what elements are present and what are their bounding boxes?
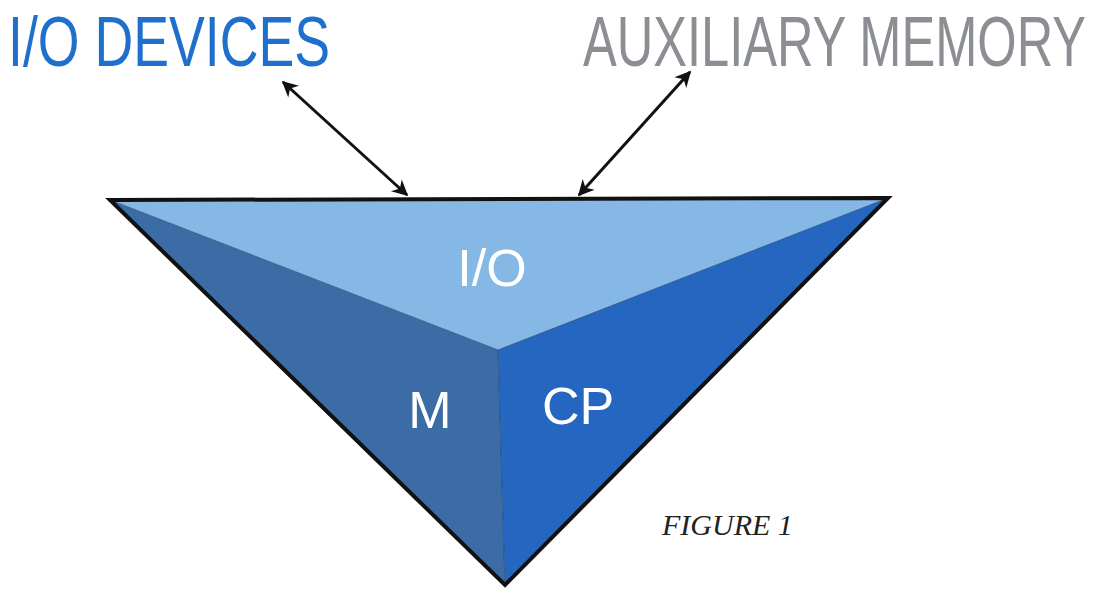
facet-label: CP [542, 380, 614, 432]
facet-label: M [408, 384, 451, 436]
facet-label: I/O [457, 242, 526, 294]
heading-label: I/O DEVICES [8, 7, 330, 77]
figure-caption: FIGURE 1 [662, 510, 793, 540]
double-arrow [283, 82, 407, 195]
triangle-outline [110, 198, 888, 585]
heading-label: AUXILIARY MEMORY [583, 7, 1086, 77]
double-arrow [579, 72, 690, 195]
